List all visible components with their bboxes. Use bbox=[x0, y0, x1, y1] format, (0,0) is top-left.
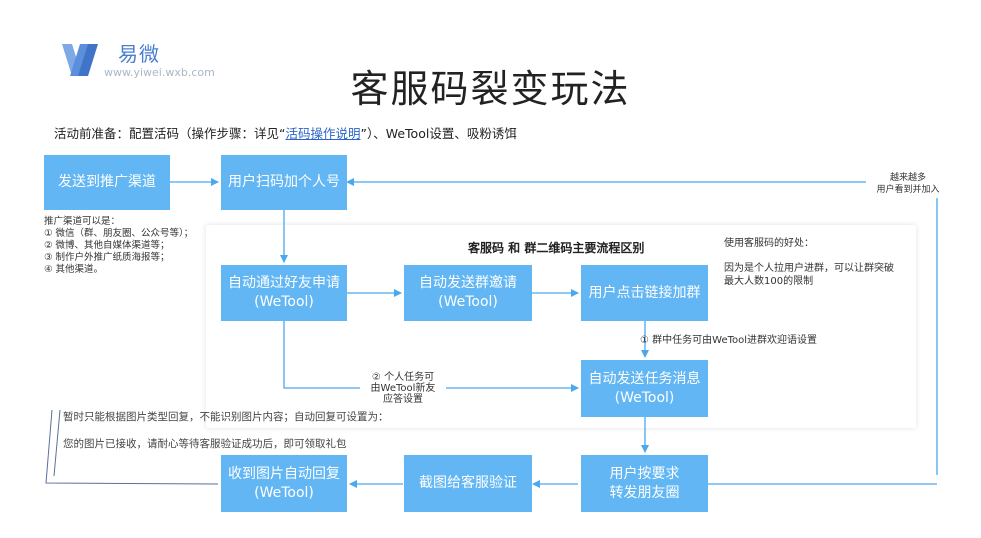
logo-url: www.yiwei.wxb.com bbox=[104, 66, 215, 79]
logo-name: 易微 bbox=[118, 42, 160, 66]
prep-link[interactable]: 活码操作说明 bbox=[285, 126, 361, 141]
note-reply-limit: 暂时只能根据图片类型回复，不能识别图片内容；自动回复可设置为： bbox=[63, 411, 389, 423]
arrow-loop-back bbox=[346, 178, 938, 475]
box-auto-reply: 收到图片自动回复(WeTool) bbox=[221, 455, 347, 512]
bracket-line-2 bbox=[53, 409, 61, 477]
note-benefit-body: 因为是个人拉用户进群，可以让群突破 最大人数100的限制 bbox=[724, 263, 894, 287]
prep-prefix: 活动前准备：配置活码（操作步骤：详见“ bbox=[54, 126, 286, 141]
comparison-panel bbox=[206, 225, 916, 428]
note-benefit-title: 使用客服码的好处： bbox=[724, 238, 814, 249]
box-forward-moments: 用户按要求转发朋友圈 bbox=[581, 455, 708, 512]
box-auto-task: 自动发送任务消息(WeTool) bbox=[581, 360, 708, 417]
yiwei-logo-icon bbox=[62, 44, 98, 76]
note-channels: 推广渠道可以是： ① 微信（群、朋友圈、公众号等）； ② 微博、其他自媒体渠道等… bbox=[44, 216, 194, 275]
preparation-line: 活动前准备：配置活码（操作步骤：详见“活码操作说明”）、WeTool设置、吸粉诱… bbox=[54, 123, 517, 142]
box-scan-add: 用户扫码加个人号 bbox=[221, 155, 347, 210]
note-more-users: 越来越多 用户看到并加入 bbox=[866, 170, 950, 198]
panel-title: 客服码 和 群二维码主要流程区别 bbox=[468, 241, 645, 255]
box-click-join: 用户点击链接加群 bbox=[581, 265, 708, 321]
note-group-task: ① 群中任务可由WeTool进群欢迎语设置 bbox=[640, 335, 818, 346]
box-auto-invite: 自动发送群邀请(WeTool) bbox=[404, 265, 532, 321]
prep-suffix: ”）、WeTool设置、吸粉诱饵 bbox=[360, 126, 517, 141]
bracket-line bbox=[45, 409, 219, 485]
arrow-accept-to-task bbox=[283, 321, 579, 392]
page-title: 客服码裂变玩法 bbox=[350, 67, 631, 111]
box-screenshot-verify: 截图给客服验证 bbox=[404, 455, 532, 512]
note-reply-text: 您的图片已接收，请耐心等待客服验证成功后，即可领取礼包 bbox=[63, 438, 347, 450]
box-send-channel: 发送到推广渠道 bbox=[44, 155, 170, 210]
note-personal-task: ② 个人任务可 由WeTool新友 应答设置 bbox=[360, 372, 446, 405]
box-auto-accept: 自动通过好友申请(WeTool) bbox=[221, 265, 347, 321]
